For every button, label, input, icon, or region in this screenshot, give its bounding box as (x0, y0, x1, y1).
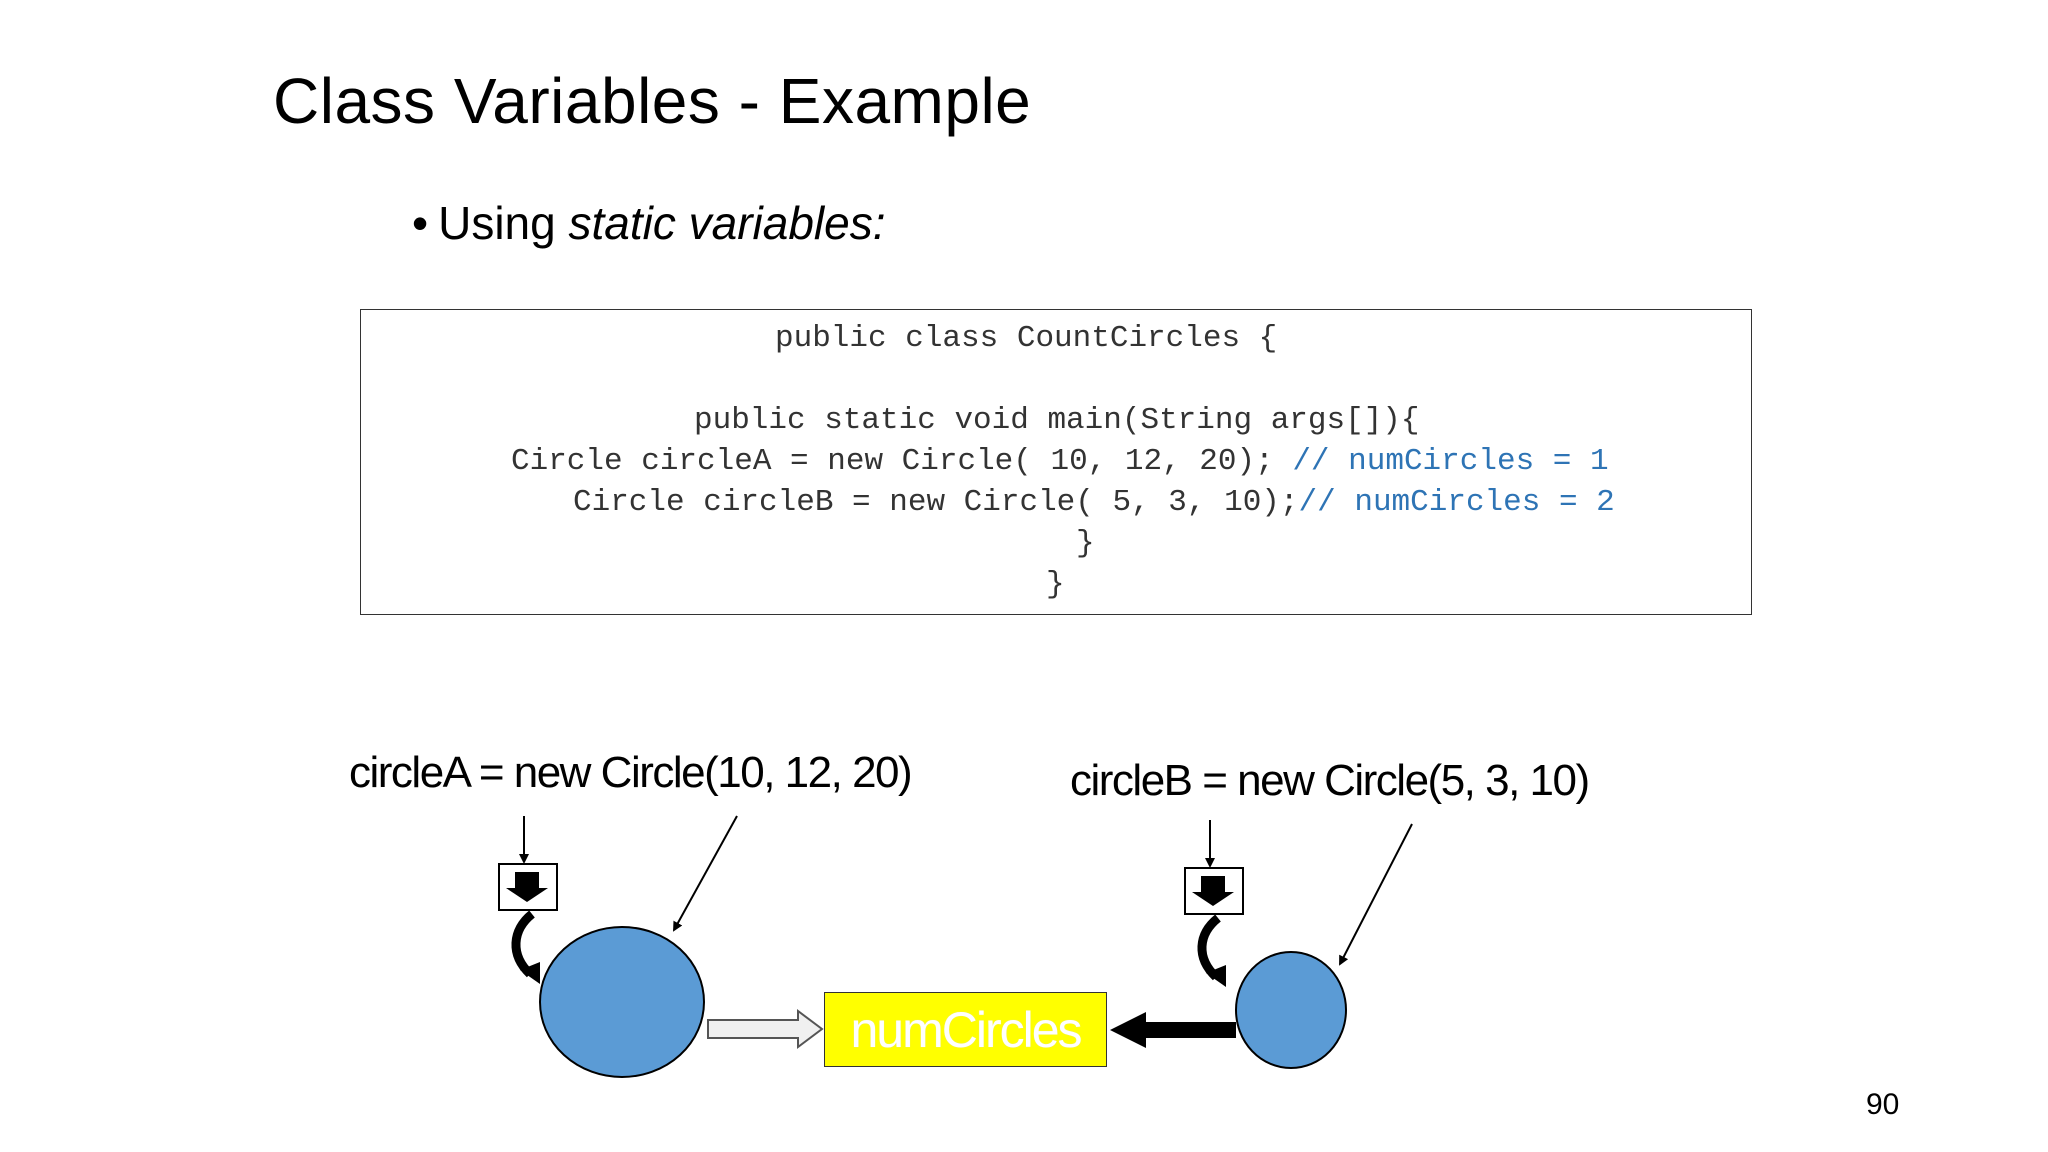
code-line: Circle circleA = new Circle( 10, 12, 20)… (511, 444, 1609, 479)
solid-arrow-b (1110, 1012, 1236, 1048)
circle-b (1235, 951, 1347, 1069)
label-circle-a: circleA = new Circle(10, 12, 20) (349, 748, 913, 797)
hollow-arrow-a (707, 1009, 824, 1049)
code-comment: // numCircles = 1 (1292, 444, 1609, 479)
curved-arrow-a (511, 910, 536, 978)
code-line: } (1046, 567, 1065, 602)
num-circles-label: numCircles (850, 1001, 1082, 1058)
code-comment: // numCircles = 2 (1298, 485, 1615, 520)
slide-title: Class Variables - Example (273, 65, 1032, 137)
reference-icon-a (498, 863, 558, 911)
code-line: public class CountCircles { (775, 321, 1278, 356)
code-line: Circle circleB = new Circle( 5, 3, 10);/… (573, 485, 1615, 520)
circle-a (539, 926, 705, 1078)
bullet-text: Using (438, 197, 569, 249)
code-line: } (1076, 526, 1095, 561)
bullet-marker: • (412, 197, 429, 249)
label-arrow-b (1339, 823, 1413, 966)
reference-icon-b (1184, 867, 1244, 915)
label-arrow-a (673, 815, 738, 932)
code-line: public static void main(String args[]){ (694, 403, 1420, 438)
bullet-text-italic: static variables: (568, 197, 886, 249)
num-circles-box: numCircles (824, 992, 1107, 1067)
page-number: 90 (1866, 1088, 1900, 1121)
label-circle-b: circleB = new Circle(5, 3, 10) (1070, 756, 1590, 805)
code-box: public class CountCircles { public stati… (360, 309, 1752, 615)
bullet-item: •Using static variables: (412, 196, 886, 250)
curved-arrow-b (1197, 914, 1222, 981)
